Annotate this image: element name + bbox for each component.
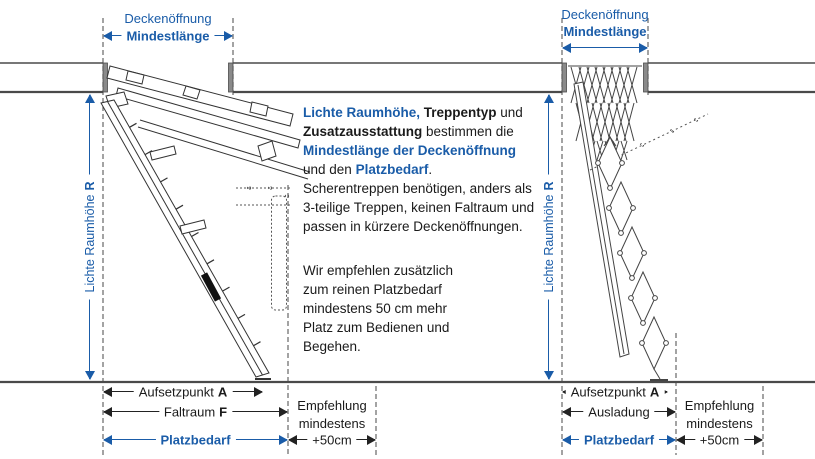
right-dim-platzbedarf: Platzbedarf (562, 432, 676, 448)
right-dim-ausladung-label: Ausladung (583, 404, 655, 420)
right-opening-label: Deckenöffnung (561, 7, 649, 22)
left-opening-min-dimension: Mindestlänge (103, 28, 233, 44)
right-opening-min-label: Mindestlänge (563, 24, 647, 39)
arrow-down-icon (544, 371, 554, 380)
arrow-right-icon (279, 407, 288, 417)
right-recommendation-line1: Empfehlung (684, 398, 755, 413)
left-room-height-dimension: Lichte RaumhöheR (83, 94, 97, 380)
left-dim-platzbedarf-label: Platzbedarf (155, 432, 236, 448)
arrow-right-icon (224, 31, 233, 41)
right-dim-platzbedarf-label: Platzbedarf (578, 432, 660, 448)
arrow-right-icon (667, 407, 676, 417)
right-opening-min-dimension (562, 41, 648, 55)
left-opening-label: Deckenöffnung (124, 11, 212, 26)
arrow-right-icon (279, 435, 288, 445)
right-dim-ausladung: Ausladung (562, 404, 676, 420)
arrow-right-icon (254, 387, 263, 397)
arrow-right-icon (639, 43, 648, 53)
left-recommendation-line1: Empfehlung (297, 398, 367, 413)
right-plus50-label: +50cm (694, 432, 745, 448)
ceiling-slab (0, 62, 815, 94)
left-recommendation-line2: mindestens (298, 416, 366, 431)
right-room-height-label: Lichte RaumhöheR (542, 174, 556, 300)
left-opening-min-label: Mindestlänge (121, 28, 215, 44)
right-dim-plus50: +50cm (676, 432, 763, 448)
arrow-right-icon (667, 435, 676, 445)
arrow-right-icon (754, 435, 763, 445)
left-plus50-label: +50cm (307, 432, 357, 448)
right-ladder-drawing (568, 65, 709, 381)
arrow-down-icon (85, 371, 95, 380)
right-room-height-dimension: Lichte RaumhöheR (542, 94, 556, 380)
left-ladder-drawing (100, 65, 311, 380)
left-dim-platzbedarf: Platzbedarf (103, 432, 288, 448)
left-dim-plus50: +50cm (288, 432, 376, 448)
right-recommendation-line2: mindestens (686, 416, 753, 431)
left-room-height-label: Lichte RaumhöheR (83, 174, 97, 300)
arrow-right-icon (367, 435, 376, 445)
